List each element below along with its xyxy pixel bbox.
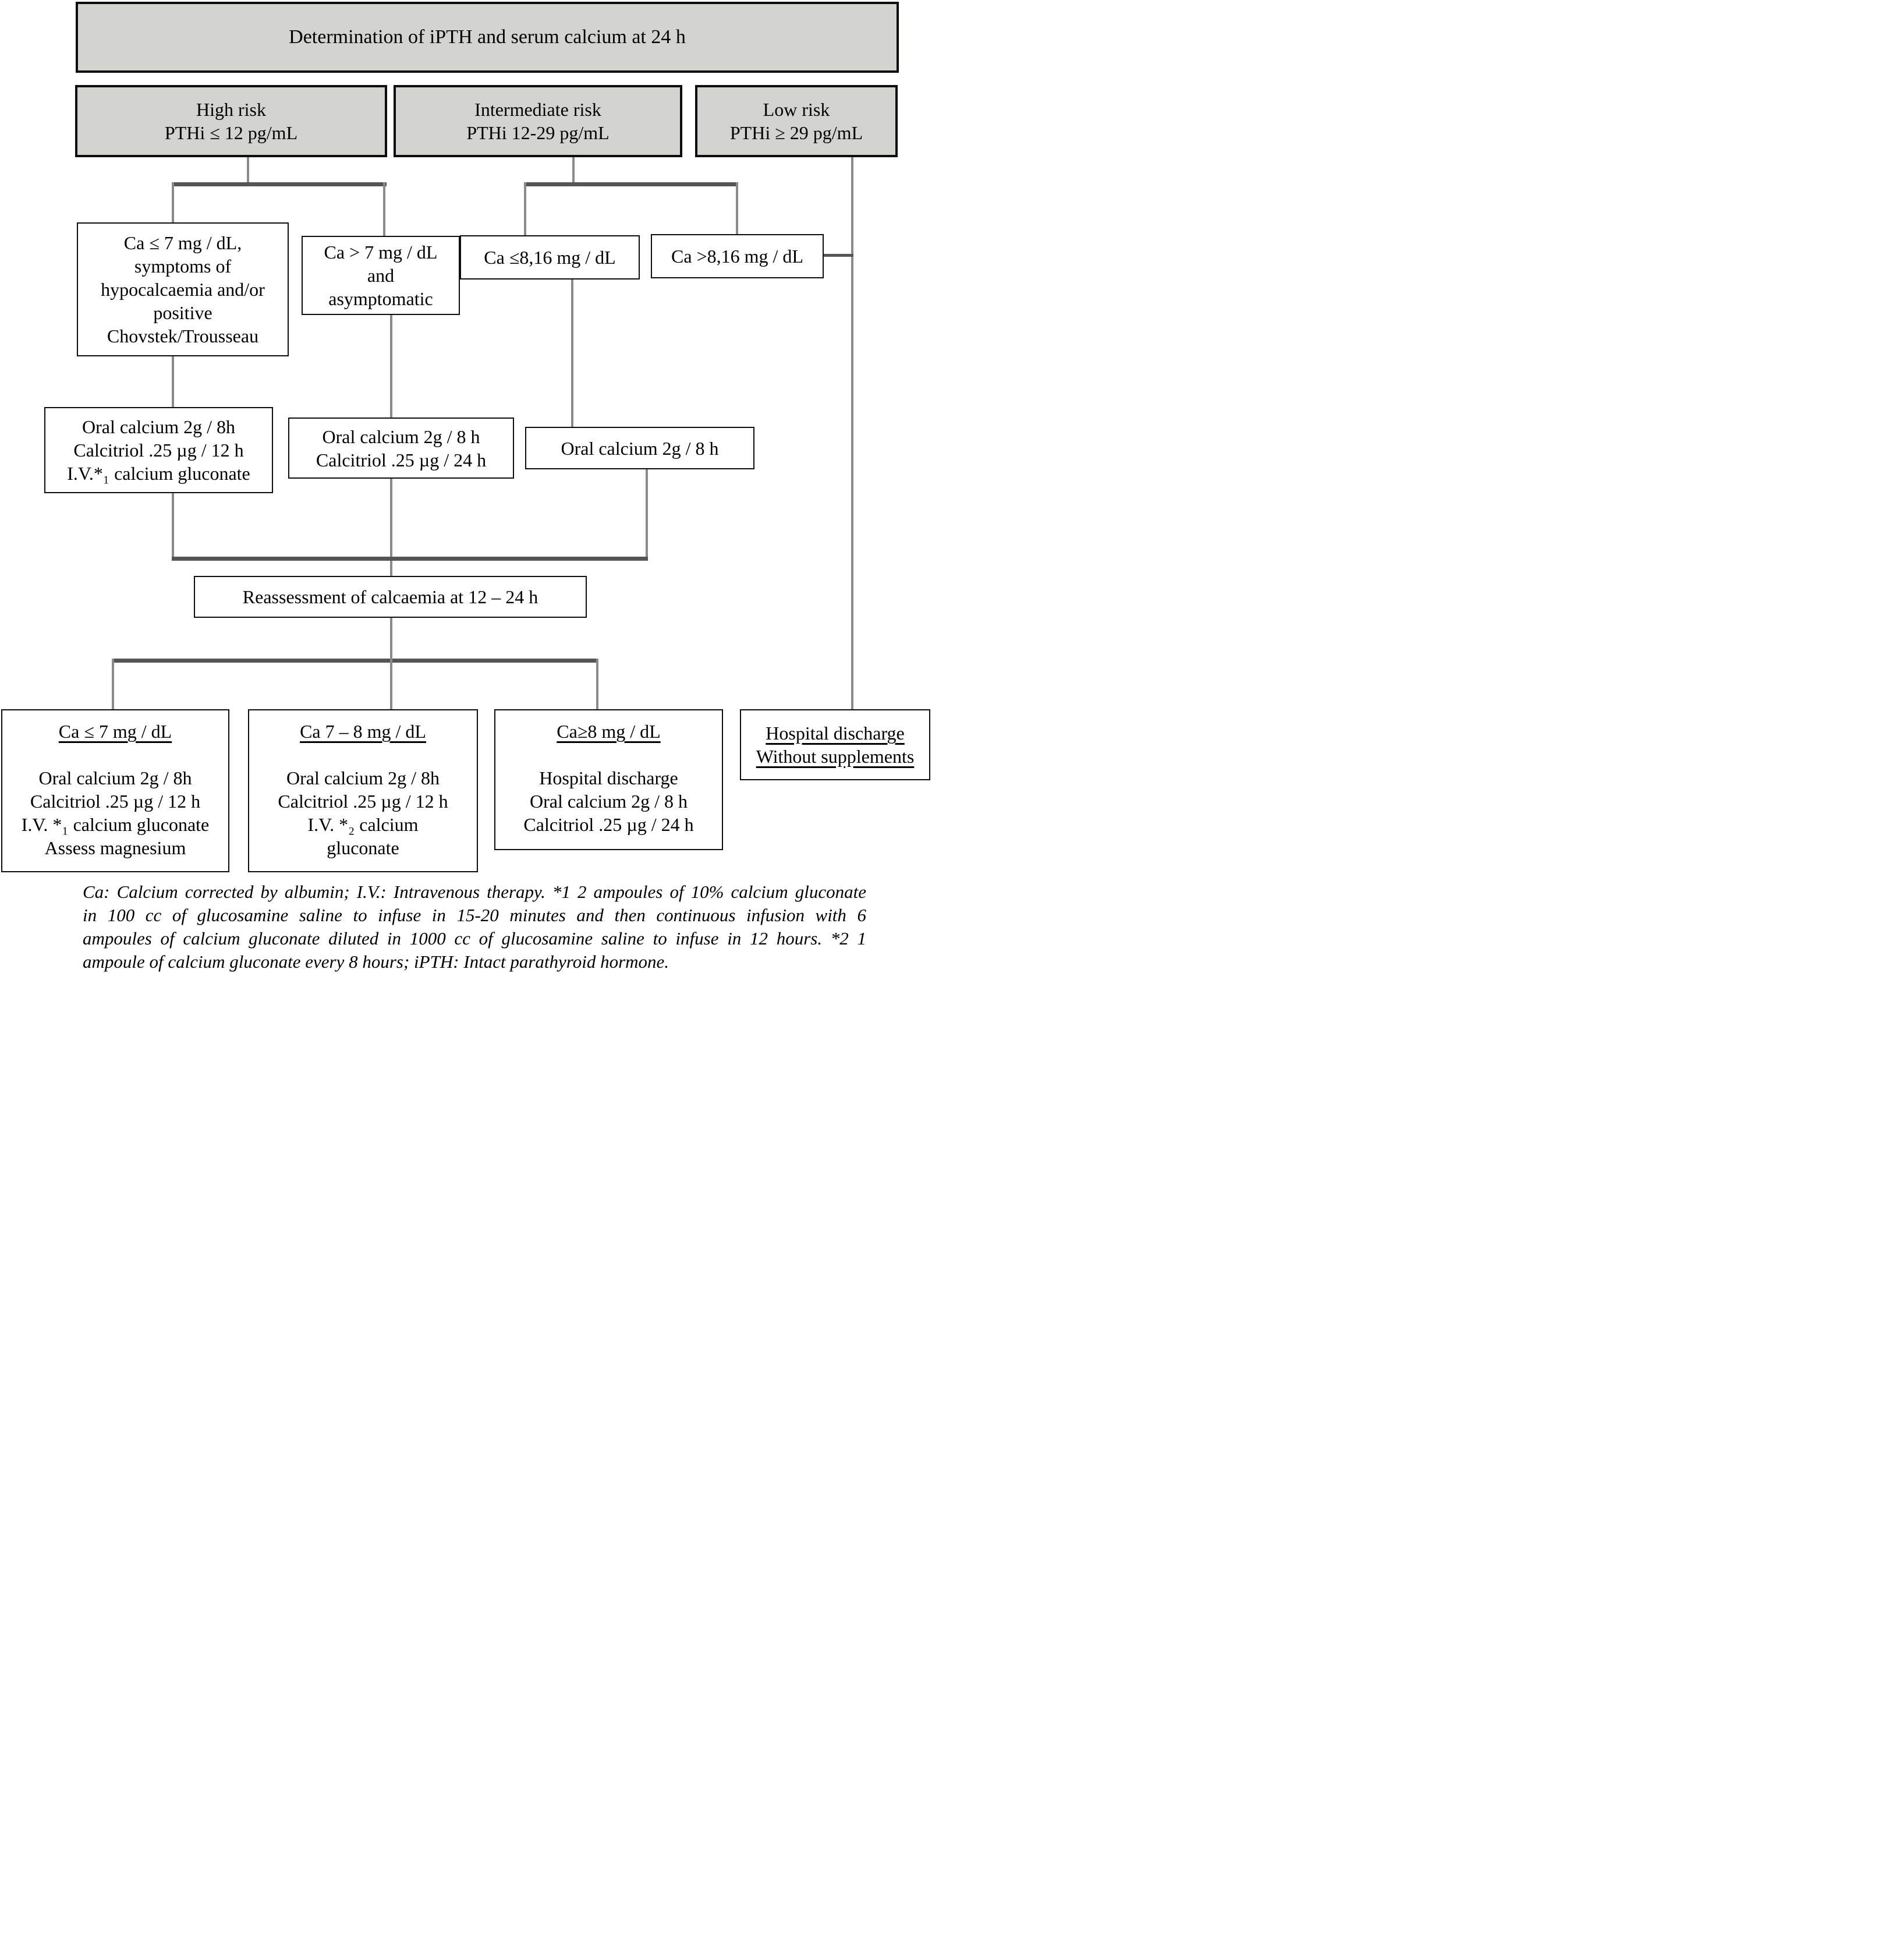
line: symptoms of bbox=[134, 256, 232, 277]
line: Ca ≤8,16 mg / dL bbox=[484, 247, 616, 268]
connector-split-high bbox=[173, 182, 387, 186]
risk-box-intermediate: Intermediate risk PTHi 12-29 pg/mL bbox=[394, 85, 682, 157]
low-risk-threshold: PTHi ≥ 29 pg/mL bbox=[729, 122, 863, 143]
footnote: Ca: Calcium corrected by albumin; I.V.: … bbox=[83, 880, 866, 974]
line: Ca > 7 mg / dL bbox=[324, 242, 438, 263]
outcome-header: Ca 7 – 8 mg / dL bbox=[300, 721, 426, 742]
node-outcome-ca-le-7: Ca ≤ 7 mg / dL Oral calcium 2g / 8h Calc… bbox=[1, 709, 229, 872]
connector-reassessment-down bbox=[390, 617, 392, 661]
node-discharge-no-supplements: Hospital discharge Without supplements bbox=[740, 709, 930, 780]
connector-ca-le-7-to-treatment bbox=[172, 355, 174, 408]
line: Calcitriol .25 µg / 24 h bbox=[523, 814, 694, 835]
node-treatment-intermediate: Oral calcium 2g / 8 h bbox=[525, 427, 754, 469]
line: Chovstek/Trousseau bbox=[107, 326, 259, 346]
connector-to-ca-gt-7 bbox=[383, 182, 385, 237]
connector-to-ca-le-7 bbox=[172, 182, 174, 224]
line: Calcitriol .25 µg / 12 h bbox=[278, 791, 448, 812]
intermediate-risk-threshold: PTHi 12-29 pg/mL bbox=[466, 122, 610, 143]
line: gluconate bbox=[327, 837, 399, 858]
node-outcome-ca-ge-8: Ca≥8 mg / dL Hospital discharge Oral cal… bbox=[494, 709, 723, 850]
connector-to-outcome-ca-ge-8 bbox=[596, 659, 598, 709]
node-outcome-ca-7-8: Ca 7 – 8 mg / dL Oral calcium 2g / 8h Ca… bbox=[248, 709, 478, 872]
intermediate-risk-label: Intermediate risk bbox=[474, 99, 601, 120]
high-risk-label: High risk bbox=[196, 99, 266, 120]
node-ca-gt-816: Ca >8,16 mg / dL bbox=[651, 234, 824, 278]
line: asymptomatic bbox=[328, 288, 433, 309]
low-risk-label: Low risk bbox=[763, 99, 830, 120]
footnote-line: Ca: Calcium corrected by albumin; I.V.: … bbox=[83, 882, 866, 902]
node-treatment-high: Oral calcium 2g / 8h Calcitriol .25 µg /… bbox=[44, 407, 273, 493]
node-ca-gt-7-asymptomatic: Ca > 7 mg / dL and asymptomatic bbox=[302, 236, 460, 315]
node-treatment-mid: Oral calcium 2g / 8 h Calcitriol .25 µg … bbox=[288, 418, 514, 479]
title-text: Determination of iPTH and serum calcium … bbox=[289, 26, 686, 48]
line: I.V. *₂ calcium bbox=[307, 814, 419, 835]
line: and bbox=[367, 265, 395, 286]
line: Oral calcium 2g / 8 h bbox=[561, 437, 719, 459]
line: Ca ≤ 7 mg / dL, bbox=[123, 232, 242, 253]
flowchart-canvas: Determination of iPTH and serum calcium … bbox=[0, 0, 946, 980]
line: Assess magnesium bbox=[44, 837, 186, 858]
line: Calcitriol .25 µg / 24 h bbox=[316, 449, 487, 470]
line: Oral calcium 2g / 8 h bbox=[529, 791, 688, 812]
connector-to-outcome-ca-le-7 bbox=[112, 659, 114, 709]
line: I.V.*₁ calcium gluconate bbox=[67, 463, 250, 484]
line: Oral calcium 2g / 8h bbox=[38, 767, 192, 788]
connector-ca-le-816-to-treatment bbox=[571, 278, 573, 428]
line: hypocalcaemia and/or bbox=[101, 279, 265, 300]
line: Oral calcium 2g / 8h bbox=[286, 767, 440, 788]
connector-merge-line bbox=[172, 557, 648, 561]
line: Oral calcium 2g / 8h bbox=[82, 416, 236, 437]
node-ca-le-7-symptomatic: Ca ≤ 7 mg / dL, symptoms of hypocalcaemi… bbox=[77, 222, 289, 356]
footnote-line: ampoules of calcium gluconate diluted in… bbox=[83, 928, 866, 949]
connector-to-ca-le-816 bbox=[524, 182, 526, 236]
line: I.V. *₁ calcium gluconate bbox=[21, 814, 210, 835]
connector-to-outcome-ca-7-8 bbox=[390, 659, 392, 709]
node-reassessment: Reassessment of calcaemia at 12 – 24 h bbox=[194, 576, 587, 618]
footnote-line: in 100 cc of glucosamine saline to infus… bbox=[83, 905, 866, 925]
connector-treat-intermediate-down bbox=[646, 468, 648, 558]
connector-treat-mid-down bbox=[390, 477, 392, 577]
footnote-line: ampoule of calcium gluconate every 8 hou… bbox=[83, 951, 669, 972]
connector-treat-high-down bbox=[172, 492, 174, 558]
connector-ca-gt-816-stub bbox=[824, 254, 853, 257]
line: Without supplements bbox=[756, 746, 915, 767]
risk-box-high: High risk PTHi ≤ 12 pg/mL bbox=[75, 85, 387, 157]
title-box: Determination of iPTH and serum calcium … bbox=[76, 2, 899, 73]
line: positive bbox=[153, 302, 212, 323]
connector-split-outcomes bbox=[112, 659, 598, 663]
node-ca-le-816: Ca ≤8,16 mg / dL bbox=[460, 235, 640, 280]
connector-high-risk-down bbox=[247, 157, 249, 185]
connector-split-intermediate bbox=[524, 182, 738, 186]
risk-box-low: Low risk PTHi ≥ 29 pg/mL bbox=[695, 85, 898, 157]
line: Hospital discharge bbox=[766, 723, 905, 744]
line: Ca >8,16 mg / dL bbox=[671, 246, 803, 267]
outcome-header: Ca ≤ 7 mg / dL bbox=[58, 721, 172, 742]
connector-low-risk-to-discharge bbox=[851, 157, 853, 710]
connector-to-ca-gt-816 bbox=[736, 182, 738, 235]
connector-ca-gt-7-to-treatment bbox=[390, 314, 392, 419]
high-risk-threshold: PTHi ≤ 12 pg/mL bbox=[164, 122, 298, 143]
line: Reassessment of calcaemia at 12 – 24 h bbox=[242, 586, 538, 607]
line: Calcitriol .25 µg / 12 h bbox=[30, 791, 201, 812]
line: Hospital discharge bbox=[539, 767, 678, 788]
connector-intermediate-down bbox=[572, 157, 575, 185]
line: Oral calcium 2g / 8 h bbox=[322, 426, 480, 447]
outcome-header: Ca≥8 mg / dL bbox=[557, 721, 661, 742]
line: Calcitriol .25 µg / 12 h bbox=[73, 440, 244, 461]
